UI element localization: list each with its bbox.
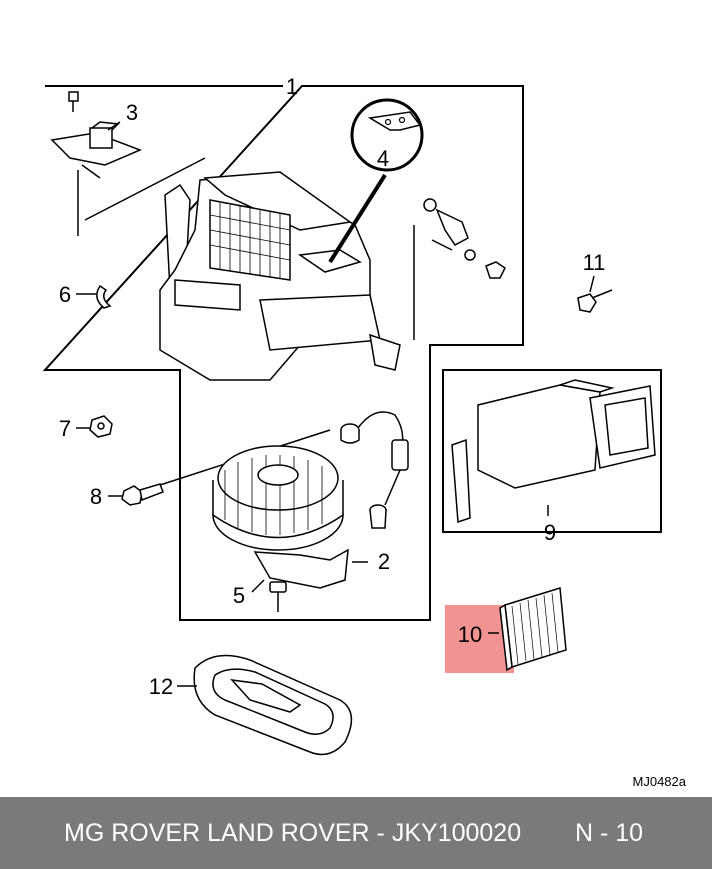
diagram-position-code: N - 10	[575, 819, 644, 847]
callout-1: 1	[286, 74, 298, 99]
part-3-bracket-drawing	[50, 91, 143, 236]
part-number-title: MG ROVER LAND ROVER - JKY100020	[64, 819, 522, 847]
part-10-filter-drawing	[488, 587, 567, 672]
part-9-duct-drawing	[451, 379, 656, 524]
part-4-clip-detail-drawing	[350, 98, 424, 172]
part-12-cover-drawing	[177, 654, 353, 756]
callout-2: 2	[378, 549, 390, 574]
callout-9: 9	[544, 520, 556, 545]
callout-6: 6	[59, 282, 71, 307]
part-2-blower-motor-drawing	[212, 445, 368, 589]
part-1-heater-housing-drawing	[84, 157, 401, 381]
part-7-nut-drawing	[76, 415, 113, 438]
part-11-screw-drawing	[577, 275, 613, 313]
part-8-bolt-drawing	[108, 429, 331, 506]
assembly-9-frame	[442, 369, 662, 533]
part-4-leader-line	[328, 173, 387, 264]
assembly-1-frame	[42, 85, 524, 621]
linkage-lever-drawing	[413, 198, 506, 340]
callout-4: 4	[377, 146, 389, 171]
wiring-connector-drawing	[340, 411, 409, 529]
callout-12: 12	[149, 674, 173, 699]
callout-3: 3	[126, 100, 138, 125]
exploded-parts-diagram: 1 3 4 11 6 7 8 9 2 5 10 12 MJ0482a	[42, 74, 687, 789]
callout-7: 7	[59, 416, 71, 441]
callout-5: 5	[233, 583, 245, 608]
part-info-footer: MG ROVER LAND ROVER - JKY100020 N - 10	[0, 797, 712, 869]
part-6-clip-drawing	[96, 284, 112, 309]
callout-11: 11	[583, 250, 606, 275]
callout-8: 8	[90, 484, 102, 509]
part-5-screw-drawing	[251, 579, 287, 612]
drawing-reference: MJ0482a	[633, 774, 687, 789]
callout-10: 10	[458, 622, 482, 647]
